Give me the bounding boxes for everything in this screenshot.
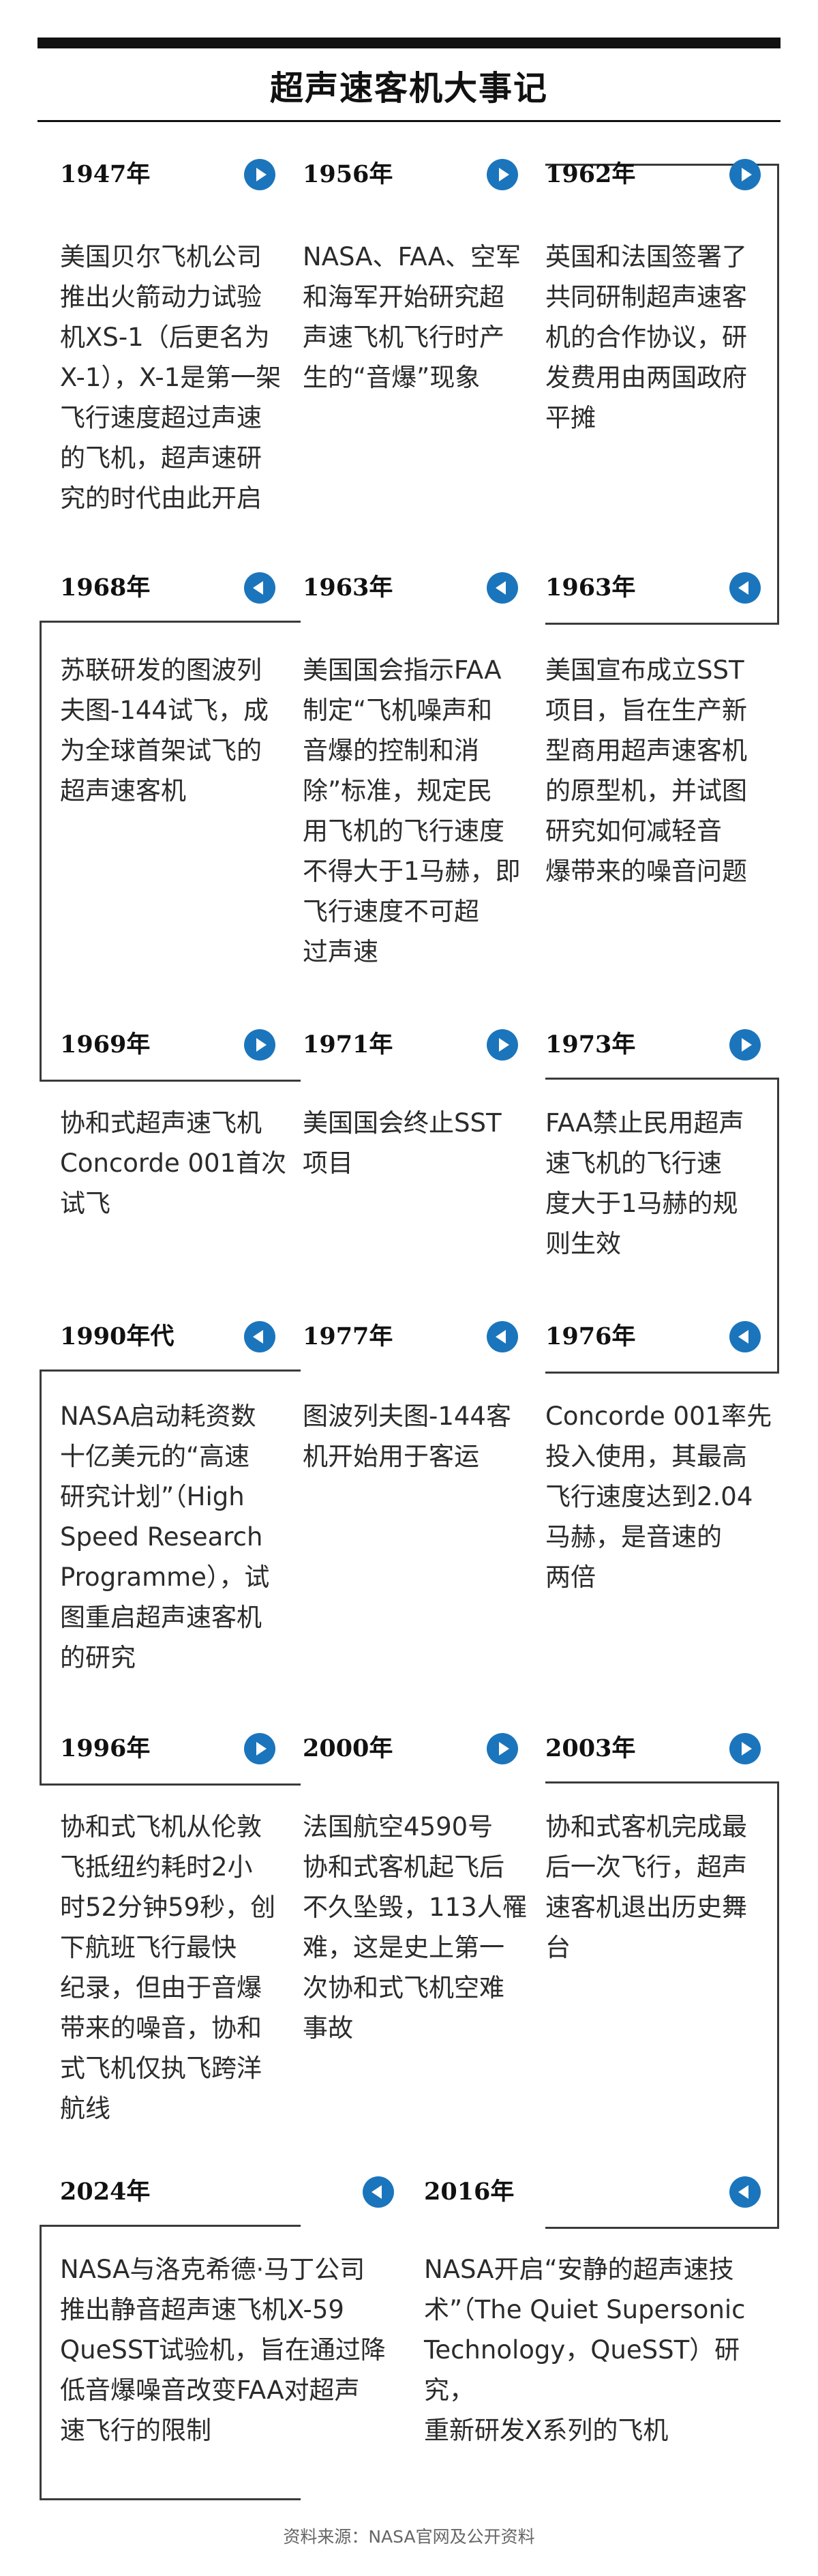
connector-right-2: [545, 1078, 779, 1374]
arrow-left-icon: [729, 572, 761, 604]
year-label: 2016年: [424, 2178, 515, 2206]
title-rule: [37, 120, 781, 122]
connector-left-1: [40, 621, 301, 1082]
event-description: 协和式客机完成最 后一次飞行，超声 速客机退出历史舞 台: [545, 1812, 747, 1962]
event-description: NASA、FAA、空军 和海军开始研究超 声速飞机飞行时产 生的“音爆”现象: [303, 242, 521, 392]
arrow-right-icon: [487, 1733, 518, 1764]
year-label: 1977年: [303, 1322, 393, 1350]
arrow-right-icon: [244, 1733, 275, 1764]
event-description: Concorde 001率先 投入使用，其最高 飞行速度达到2.04 马赫，是音…: [545, 1402, 772, 1592]
year-label: 1968年: [60, 574, 151, 602]
year-label: 1956年: [303, 160, 393, 188]
arrow-right-icon: [487, 1029, 518, 1061]
year-label: 1973年: [545, 1031, 636, 1058]
arrow-left-icon: [487, 572, 518, 604]
event-description: NASA与洛克希德·马丁公司 推出静音超声速飞机X-59 QueSST试验机，旨…: [60, 2255, 386, 2445]
connector-left-3: [40, 2225, 301, 2500]
event-description: NASA开启“安静的超声速技 术”（The Quiet Supersonic T…: [424, 2255, 746, 2445]
year-label: 1969年: [60, 1031, 151, 1058]
arrow-right-icon: [729, 1733, 761, 1764]
top-rule: [37, 38, 781, 48]
event-description: 图波列夫图-144客 机开始用于客运: [303, 1402, 511, 1471]
year-label: 1996年: [60, 1734, 151, 1762]
arrow-left-icon: [363, 2176, 394, 2208]
source-note: 资料来源：NASA官网及公开资料: [283, 2527, 535, 2547]
arrow-right-icon: [487, 159, 518, 190]
event-description: 苏联研发的图波列 夫图-144试飞，成 为全球首架试飞的 超声速客机: [60, 655, 269, 805]
year-label: 2003年: [545, 1734, 636, 1762]
year-label: 1947年: [60, 160, 151, 188]
arrow-right-icon: [244, 1029, 275, 1061]
year-label: 1971年: [303, 1031, 393, 1058]
arrow-right-icon: [244, 159, 275, 190]
connector-right-1: [545, 164, 779, 625]
event-description: 美国宣布成立SST 项目，旨在生产新 型商用超声速客机 的原型机，并试图 研究如…: [545, 655, 747, 886]
event-description: 英国和法国签署了 共同研制超声速客 机的合作协议，研 发费用由两国政府 平摊: [545, 242, 747, 432]
connector-left-2: [40, 1370, 301, 1786]
page-title: 超声速客机大事记: [269, 69, 548, 108]
year-label: 1962年: [545, 160, 636, 188]
arrow-right-icon: [729, 159, 761, 190]
event-description: 协和式超声速飞机 Concorde 001首次 试飞: [60, 1108, 287, 1218]
arrow-left-icon: [487, 1321, 518, 1352]
arrow-left-icon: [729, 1321, 761, 1352]
event-description: 美国贝尔飞机公司 推出火箭动力试验 机XS-1（后更名为 X-1），X-1是第一…: [60, 242, 282, 513]
arrow-left-icon: [244, 1321, 275, 1352]
year-label: 2024年: [60, 2178, 151, 2206]
arrow-right-icon: [729, 1029, 761, 1061]
arrow-left-icon: [729, 2176, 761, 2208]
event-description: 协和式飞机从伦敦 飞抵纽约耗时2小 时52分钟59秒，创 下航班飞行最快 纪录，…: [60, 1812, 276, 2123]
connector-right-3: [545, 1781, 779, 2229]
event-description: 美国国会指示FAA 制定“飞机噪声和 音爆的控制和消 除”标准，规定民 用飞机的…: [303, 655, 521, 966]
event-description: FAA禁止民用超声 速飞机的飞行速 度大于1马赫的规 则生效: [545, 1108, 744, 1258]
event-description: 法国航空4590号 协和式客机起飞后 不久坠毁，113人罹 难，这是史上第一 次…: [303, 1812, 528, 2043]
year-label: 1976年: [545, 1322, 636, 1350]
year-label: 1963年: [545, 574, 636, 602]
arrow-left-icon: [244, 572, 275, 604]
year-label: 1990年代: [60, 1322, 175, 1350]
year-label: 2000年: [303, 1734, 393, 1762]
event-description: NASA启动耗资数 十亿美元的“高速 研究计划”（High Speed Rese…: [60, 1402, 270, 1672]
event-description: 美国国会终止SST 项目: [303, 1108, 502, 1178]
year-label: 1963年: [303, 574, 393, 602]
